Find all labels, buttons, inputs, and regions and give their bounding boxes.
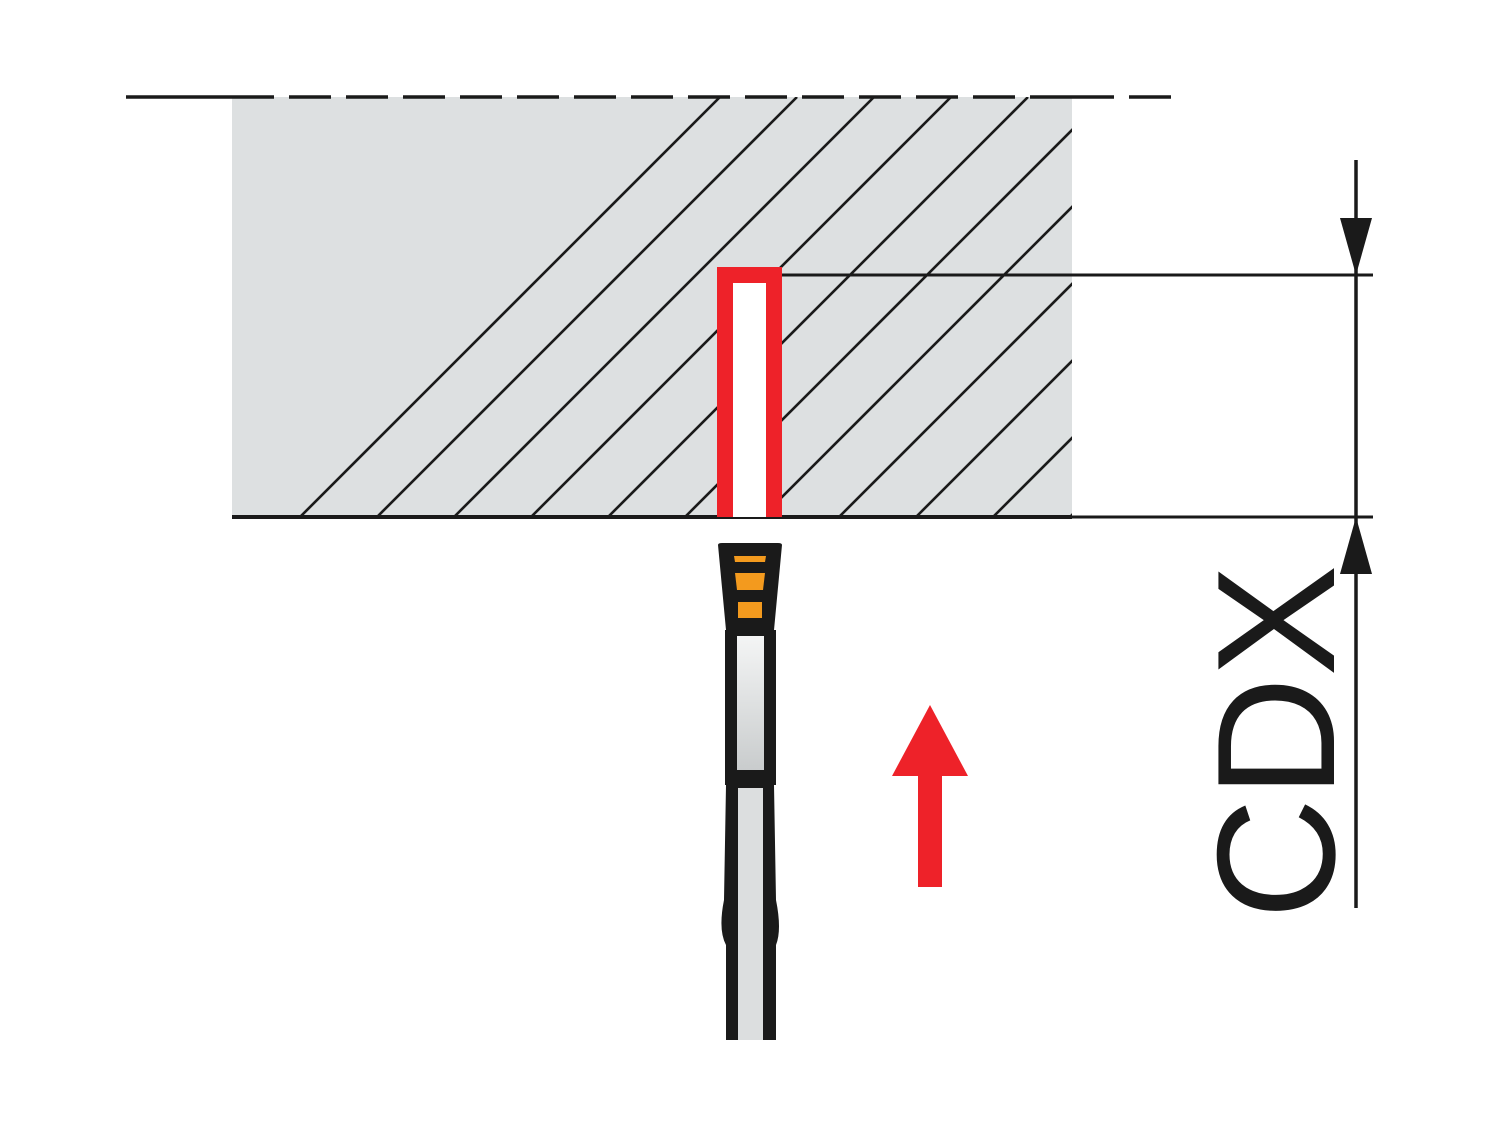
insert-chip-breaker xyxy=(735,573,765,590)
groove xyxy=(717,267,782,517)
hatch-line xyxy=(1455,97,1500,517)
grooving-tool xyxy=(718,543,782,1040)
arrow-up-icon xyxy=(892,705,968,887)
hatch-line xyxy=(299,97,721,517)
hatch-line xyxy=(1301,97,1500,517)
hatch-line xyxy=(607,97,1029,517)
hatch-line xyxy=(376,97,798,517)
groove-outline xyxy=(717,267,782,517)
dimension-cdx: CDX xyxy=(1182,160,1372,919)
workpiece xyxy=(232,97,1500,519)
hatch-line xyxy=(992,436,1072,517)
hatch-line xyxy=(1378,97,1500,517)
arrowhead-icon xyxy=(1340,517,1372,574)
hatch-line xyxy=(915,359,1072,517)
hatch-line xyxy=(761,205,1072,517)
insert-body-mark xyxy=(738,602,762,618)
arrowhead-icon xyxy=(1340,218,1372,275)
hatch-line xyxy=(838,282,1072,517)
hatch-line xyxy=(1069,513,1072,517)
workpiece-section xyxy=(232,97,1072,517)
hatch-line xyxy=(1147,97,1500,517)
groove-cavity xyxy=(725,275,774,517)
dimension-extension-lines xyxy=(782,273,1373,519)
hatch-line xyxy=(453,97,875,517)
insert-cutting-edge xyxy=(734,556,766,562)
hatch-line xyxy=(1224,97,1500,517)
dimension-label: CDX xyxy=(1182,565,1370,920)
